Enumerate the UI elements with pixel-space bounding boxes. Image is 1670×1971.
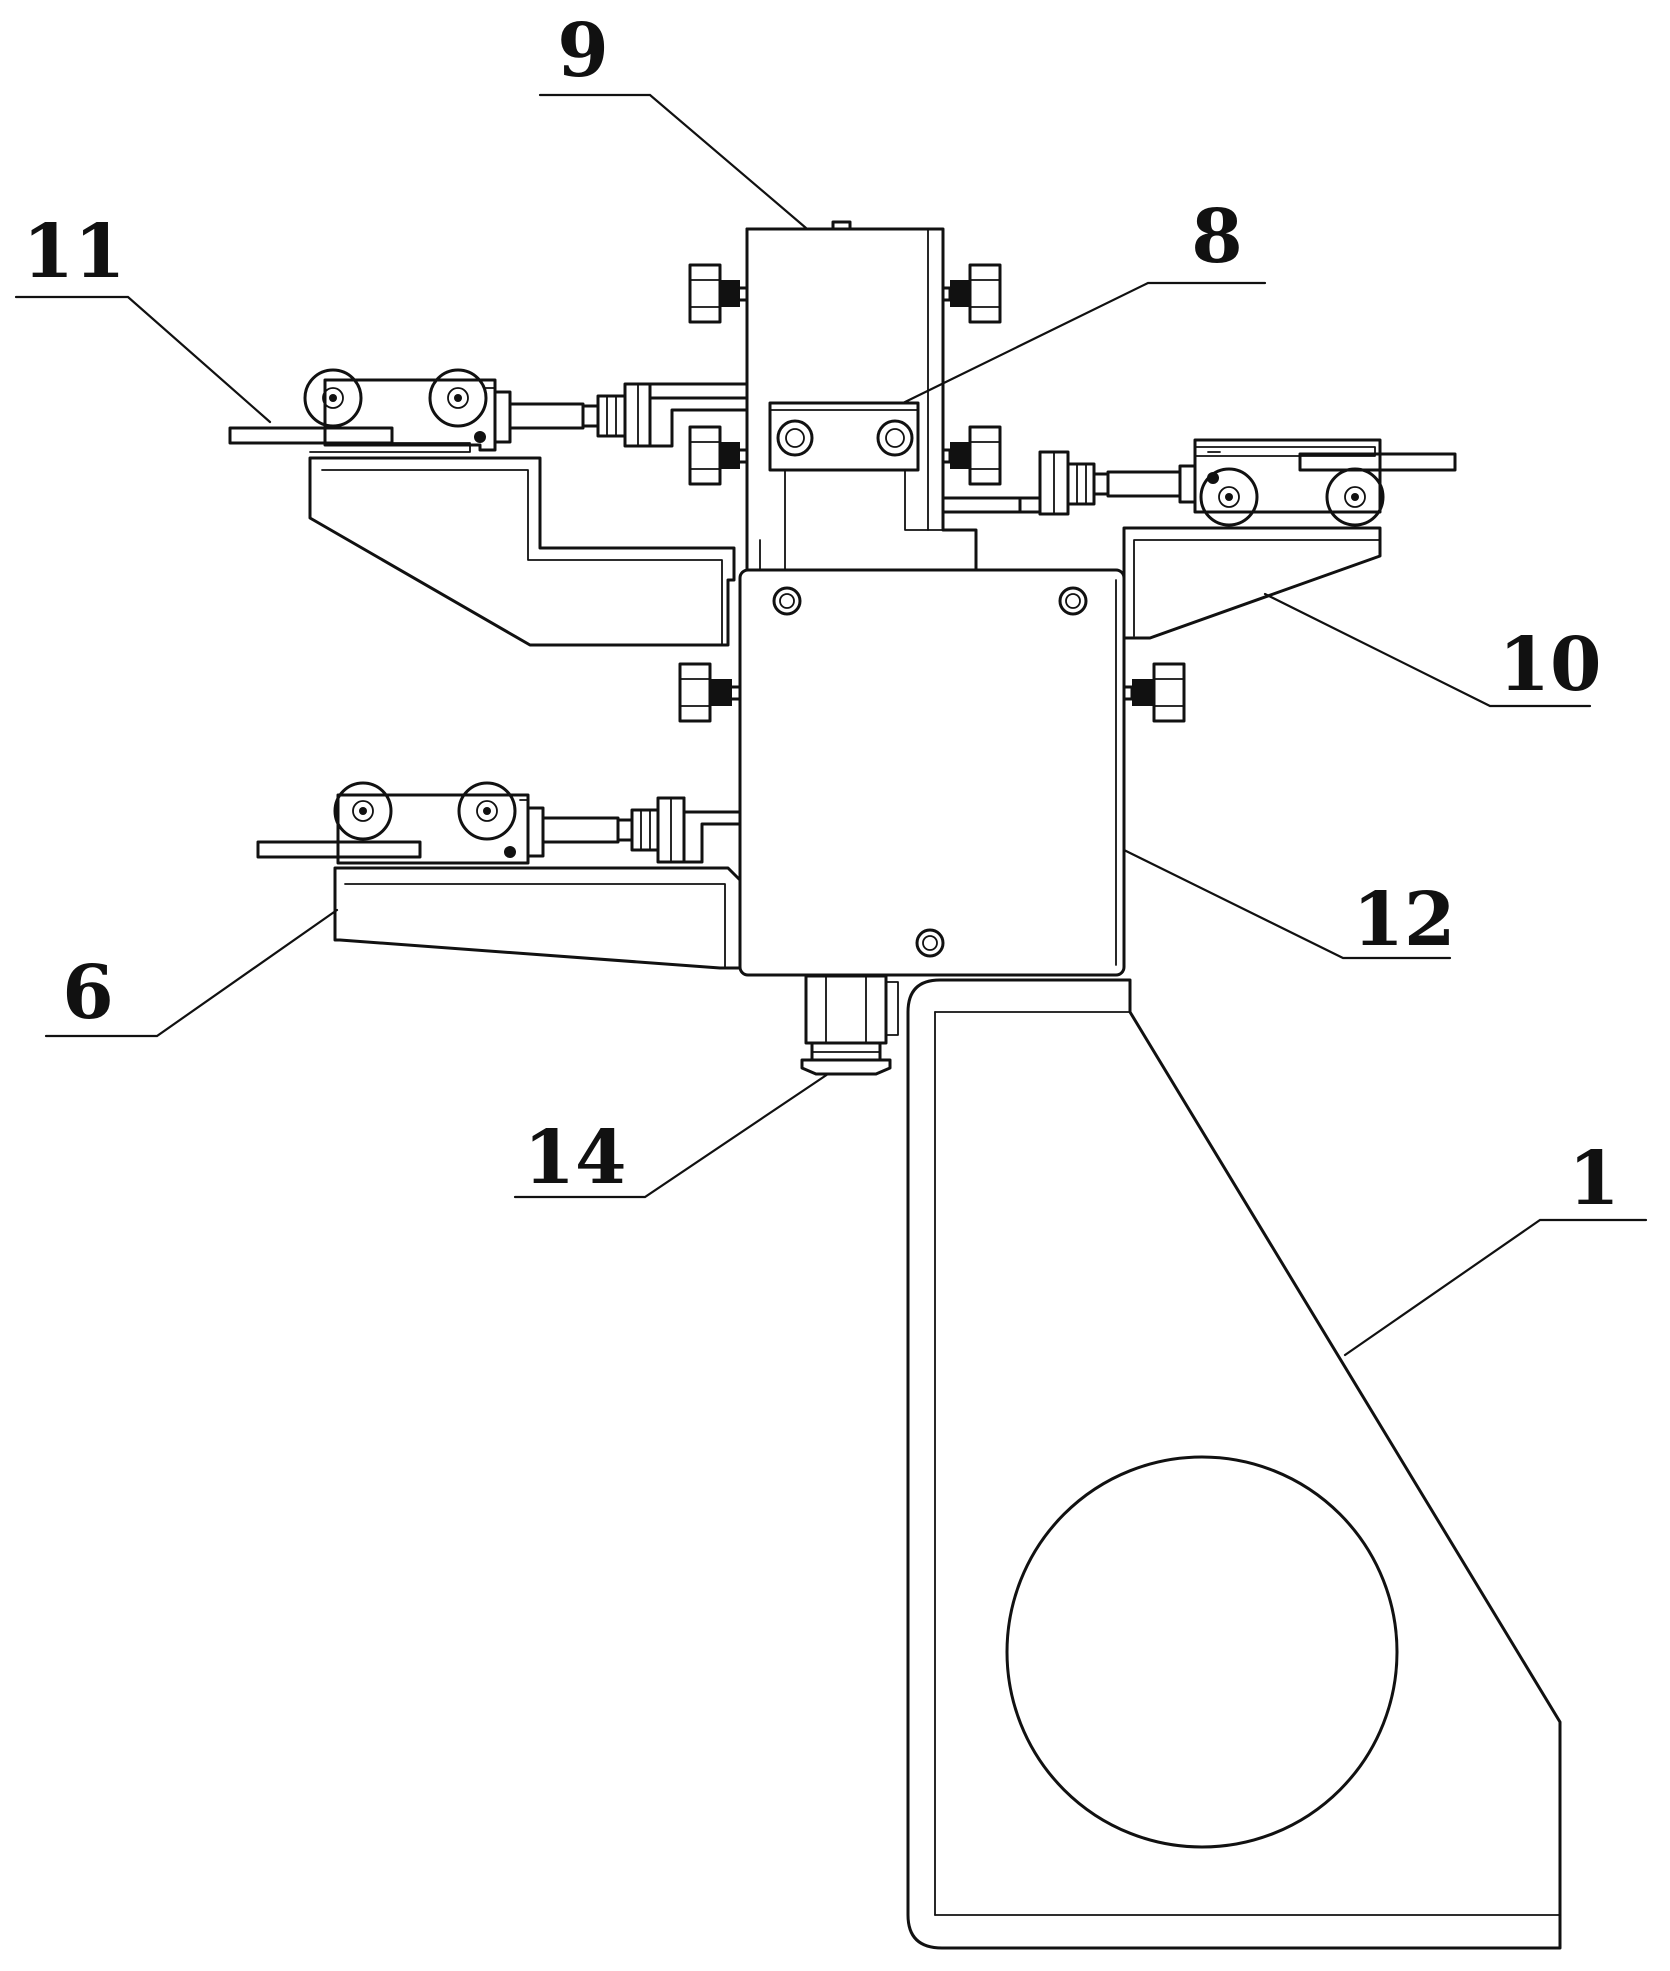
- callout-9: 9: [557, 8, 609, 94]
- upper-left-guide-arm: [228, 368, 749, 647]
- leader-1: [1343, 1218, 1648, 1357]
- housing-screw: [772, 586, 802, 616]
- clamp-screw: [776, 419, 814, 457]
- callout-1: 1: [1568, 1136, 1620, 1222]
- guide-roller: [1199, 467, 1259, 527]
- guide-roller: [333, 781, 393, 841]
- guide-roller: [303, 368, 363, 428]
- housing-screw: [1058, 586, 1088, 616]
- base-bracket: [906, 978, 1562, 1950]
- leader-lines: [14, 93, 1648, 1357]
- pipe-fitting: [800, 974, 899, 1076]
- adjust-knob: [678, 662, 742, 723]
- leader-9: [538, 93, 808, 230]
- guide-roller: [428, 368, 488, 428]
- adjust-knob: [688, 263, 749, 324]
- leader-10: [1263, 592, 1592, 708]
- leader-8: [901, 281, 1267, 405]
- lower-left-guide-arm: [256, 781, 742, 970]
- base-hole: [1005, 1455, 1399, 1849]
- callout-labels: 9 8 11 10 12 6 14 1: [23, 8, 1620, 1222]
- adjust-knob: [941, 263, 1002, 324]
- adjust-knob: [941, 425, 1002, 486]
- callout-6: 6: [62, 950, 114, 1036]
- guide-roller: [1325, 467, 1385, 527]
- central-housing: [738, 568, 1126, 977]
- leader-12: [1122, 848, 1452, 960]
- top-column: [745, 220, 978, 572]
- clamp-block: [768, 401, 944, 571]
- adjust-knob: [688, 425, 749, 486]
- clamp-screw: [876, 419, 914, 457]
- callout-14: 14: [524, 1115, 627, 1201]
- adjust-knob: [1122, 662, 1186, 723]
- callout-12: 12: [1353, 877, 1456, 963]
- leader-14: [513, 1072, 830, 1199]
- housing-screw: [915, 928, 945, 958]
- callout-8: 8: [1191, 194, 1243, 280]
- leader-6: [44, 908, 339, 1038]
- callout-11: 11: [23, 209, 126, 295]
- guide-roller: [457, 781, 517, 841]
- leader-11: [14, 295, 272, 424]
- callout-10: 10: [1499, 622, 1602, 708]
- right-guide-arm: [941, 438, 1457, 640]
